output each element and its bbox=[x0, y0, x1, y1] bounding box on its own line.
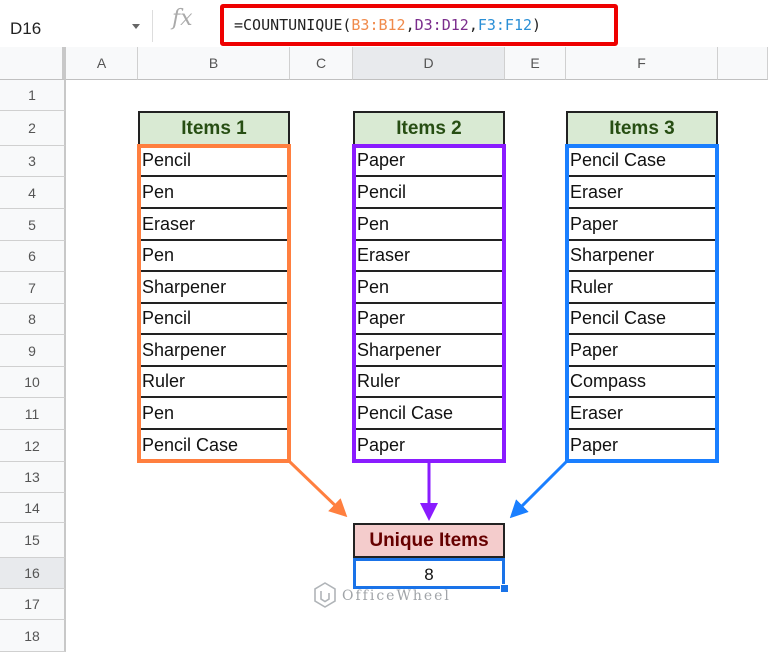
table-cell[interactable]: Pencil bbox=[138, 304, 290, 335]
table-cell[interactable]: Ruler bbox=[138, 367, 290, 398]
column-header-e[interactable]: E bbox=[505, 47, 566, 80]
formula-bar: D16 fx =COUNTUNIQUE(B3:B12,D3:D12,F3:F12… bbox=[0, 0, 768, 48]
row-header-17[interactable]: 17 bbox=[0, 589, 66, 620]
arrow-blue bbox=[509, 460, 568, 519]
column-header-d[interactable]: D bbox=[353, 47, 505, 80]
table-cell[interactable]: Pencil Case bbox=[138, 430, 290, 462]
fill-handle[interactable] bbox=[500, 584, 509, 593]
row-header-9[interactable]: 9 bbox=[0, 335, 66, 367]
table-header-items-1: Items 1 bbox=[138, 111, 290, 146]
formula-part: , bbox=[405, 16, 415, 34]
column-header-g[interactable] bbox=[718, 47, 768, 80]
formula-part: ) bbox=[532, 16, 542, 34]
unique-items-header: Unique Items bbox=[353, 523, 505, 558]
table-cell[interactable]: Paper bbox=[353, 430, 505, 462]
formula-input[interactable]: =COUNTUNIQUE(B3:B12,D3:D12,F3:F12) bbox=[220, 4, 618, 46]
table-cell[interactable]: Ruler bbox=[566, 272, 718, 304]
row-header-4[interactable]: 4 bbox=[0, 177, 66, 209]
table-cell[interactable]: Sharpener bbox=[566, 241, 718, 272]
arrows bbox=[288, 460, 568, 521]
column-header-b[interactable]: B bbox=[138, 47, 290, 80]
table-cell[interactable]: Eraser bbox=[353, 241, 505, 272]
table-cell[interactable]: Paper bbox=[566, 209, 718, 241]
row-header-5[interactable]: 5 bbox=[0, 209, 66, 241]
column-header-f[interactable]: F bbox=[566, 47, 718, 80]
table-cell[interactable]: Paper bbox=[566, 335, 718, 367]
formula-part: D3:D12 bbox=[414, 16, 469, 34]
table-cell[interactable]: Sharpener bbox=[138, 272, 290, 304]
table-cell[interactable]: Pen bbox=[353, 209, 505, 241]
name-box[interactable]: D16 bbox=[10, 19, 42, 38]
table-cell[interactable]: Ruler bbox=[353, 367, 505, 398]
table-cell[interactable]: Paper bbox=[353, 146, 505, 177]
row-header-6[interactable]: 6 bbox=[0, 241, 66, 272]
row-header-12[interactable]: 12 bbox=[0, 430, 66, 462]
divider bbox=[152, 10, 153, 42]
table-cell[interactable]: Eraser bbox=[566, 398, 718, 430]
table-cell[interactable]: Pencil bbox=[353, 177, 505, 209]
table-cell[interactable]: Eraser bbox=[566, 177, 718, 209]
row-header-11[interactable]: 11 bbox=[0, 398, 66, 430]
table-cell[interactable]: Compass bbox=[566, 367, 718, 398]
table-cell[interactable]: Pen bbox=[138, 177, 290, 209]
row-header-2[interactable]: 2 bbox=[0, 111, 66, 146]
table-cell[interactable]: Paper bbox=[353, 304, 505, 335]
formula-part: F3:F12 bbox=[477, 16, 533, 34]
row-header-8[interactable]: 8 bbox=[0, 304, 66, 335]
row-header-15[interactable]: 15 bbox=[0, 523, 66, 558]
unique-items-value-cell[interactable]: 8 bbox=[353, 558, 505, 589]
select-all-corner[interactable] bbox=[0, 47, 66, 80]
arrow-orange bbox=[288, 460, 348, 518]
table-cell[interactable]: Eraser bbox=[138, 209, 290, 241]
formula-part: B3:B12 bbox=[351, 16, 406, 34]
row-header-1[interactable]: 1 bbox=[0, 80, 66, 111]
table-cell[interactable]: Pencil bbox=[138, 146, 290, 177]
table-header-items-3: Items 3 bbox=[566, 111, 718, 146]
column-header-c[interactable]: C bbox=[290, 47, 353, 80]
table-cell[interactable]: Pen bbox=[138, 241, 290, 272]
table-cell[interactable]: Pen bbox=[353, 272, 505, 304]
row-header-10[interactable]: 10 bbox=[0, 367, 66, 398]
table-cell[interactable]: Paper bbox=[566, 430, 718, 462]
table-cell[interactable]: Pencil Case bbox=[353, 398, 505, 430]
formula-part: =COUNTUNIQUE( bbox=[234, 16, 352, 34]
row-header-14[interactable]: 14 bbox=[0, 493, 66, 523]
watermark-text: OfficeWheel bbox=[342, 588, 451, 604]
row-header-16[interactable]: 16 bbox=[0, 558, 66, 589]
formula-part: , bbox=[468, 16, 478, 34]
table-cell[interactable]: Pen bbox=[138, 398, 290, 430]
row-header-7[interactable]: 7 bbox=[0, 272, 66, 304]
fx-icon: fx bbox=[172, 6, 193, 31]
row-header-13[interactable]: 13 bbox=[0, 462, 66, 493]
table-cell[interactable]: Pencil Case bbox=[566, 304, 718, 335]
column-header-a[interactable]: A bbox=[66, 47, 138, 80]
table-cell[interactable]: Sharpener bbox=[353, 335, 505, 367]
officewheel-logo-icon bbox=[314, 582, 336, 608]
table-cell[interactable]: Sharpener bbox=[138, 335, 290, 367]
table-cell[interactable]: Pencil Case bbox=[566, 146, 718, 177]
row-header-3[interactable]: 3 bbox=[0, 146, 66, 177]
name-box-dropdown-icon[interactable] bbox=[132, 24, 140, 29]
